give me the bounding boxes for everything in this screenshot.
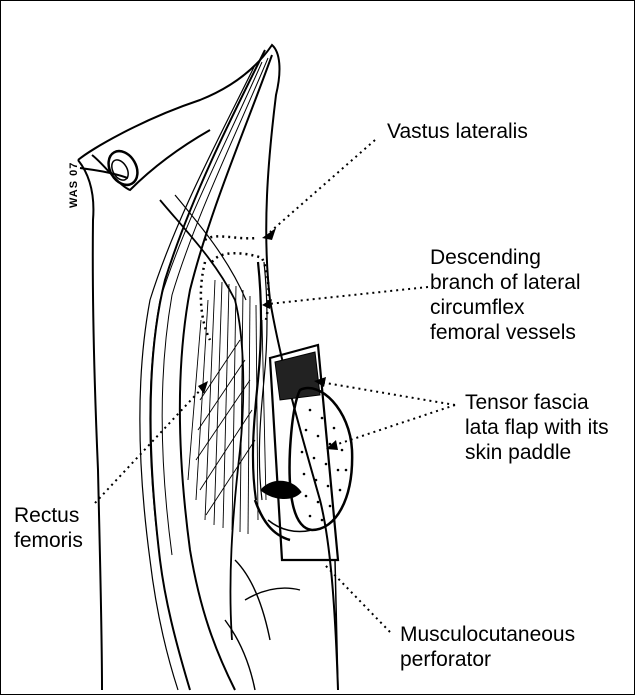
perforator-vessel xyxy=(255,482,312,540)
lower-thigh-sketch xyxy=(225,560,300,690)
label-tensor-fascia-lata: Tensor fascia lata flap with its skin pa… xyxy=(465,390,609,465)
rectus-femoris-muscle xyxy=(140,50,272,690)
label-rectus-femoris: Rectus femoris xyxy=(14,503,83,553)
fascia-dotted-lines xyxy=(201,236,269,340)
leader-lines xyxy=(95,140,455,632)
artist-signature: WAS 07 xyxy=(68,162,80,208)
skin-paddle xyxy=(290,388,353,530)
muscle-fiber-hatching xyxy=(188,280,266,534)
label-musculocutaneous-perforator: Musculocutaneous perforator xyxy=(400,622,575,672)
leader-arrowheads xyxy=(198,228,338,450)
label-vastus-lateralis: Vastus lateralis xyxy=(387,119,528,144)
label-descending-branch: Descending branch of lateral circumflex … xyxy=(430,245,581,345)
